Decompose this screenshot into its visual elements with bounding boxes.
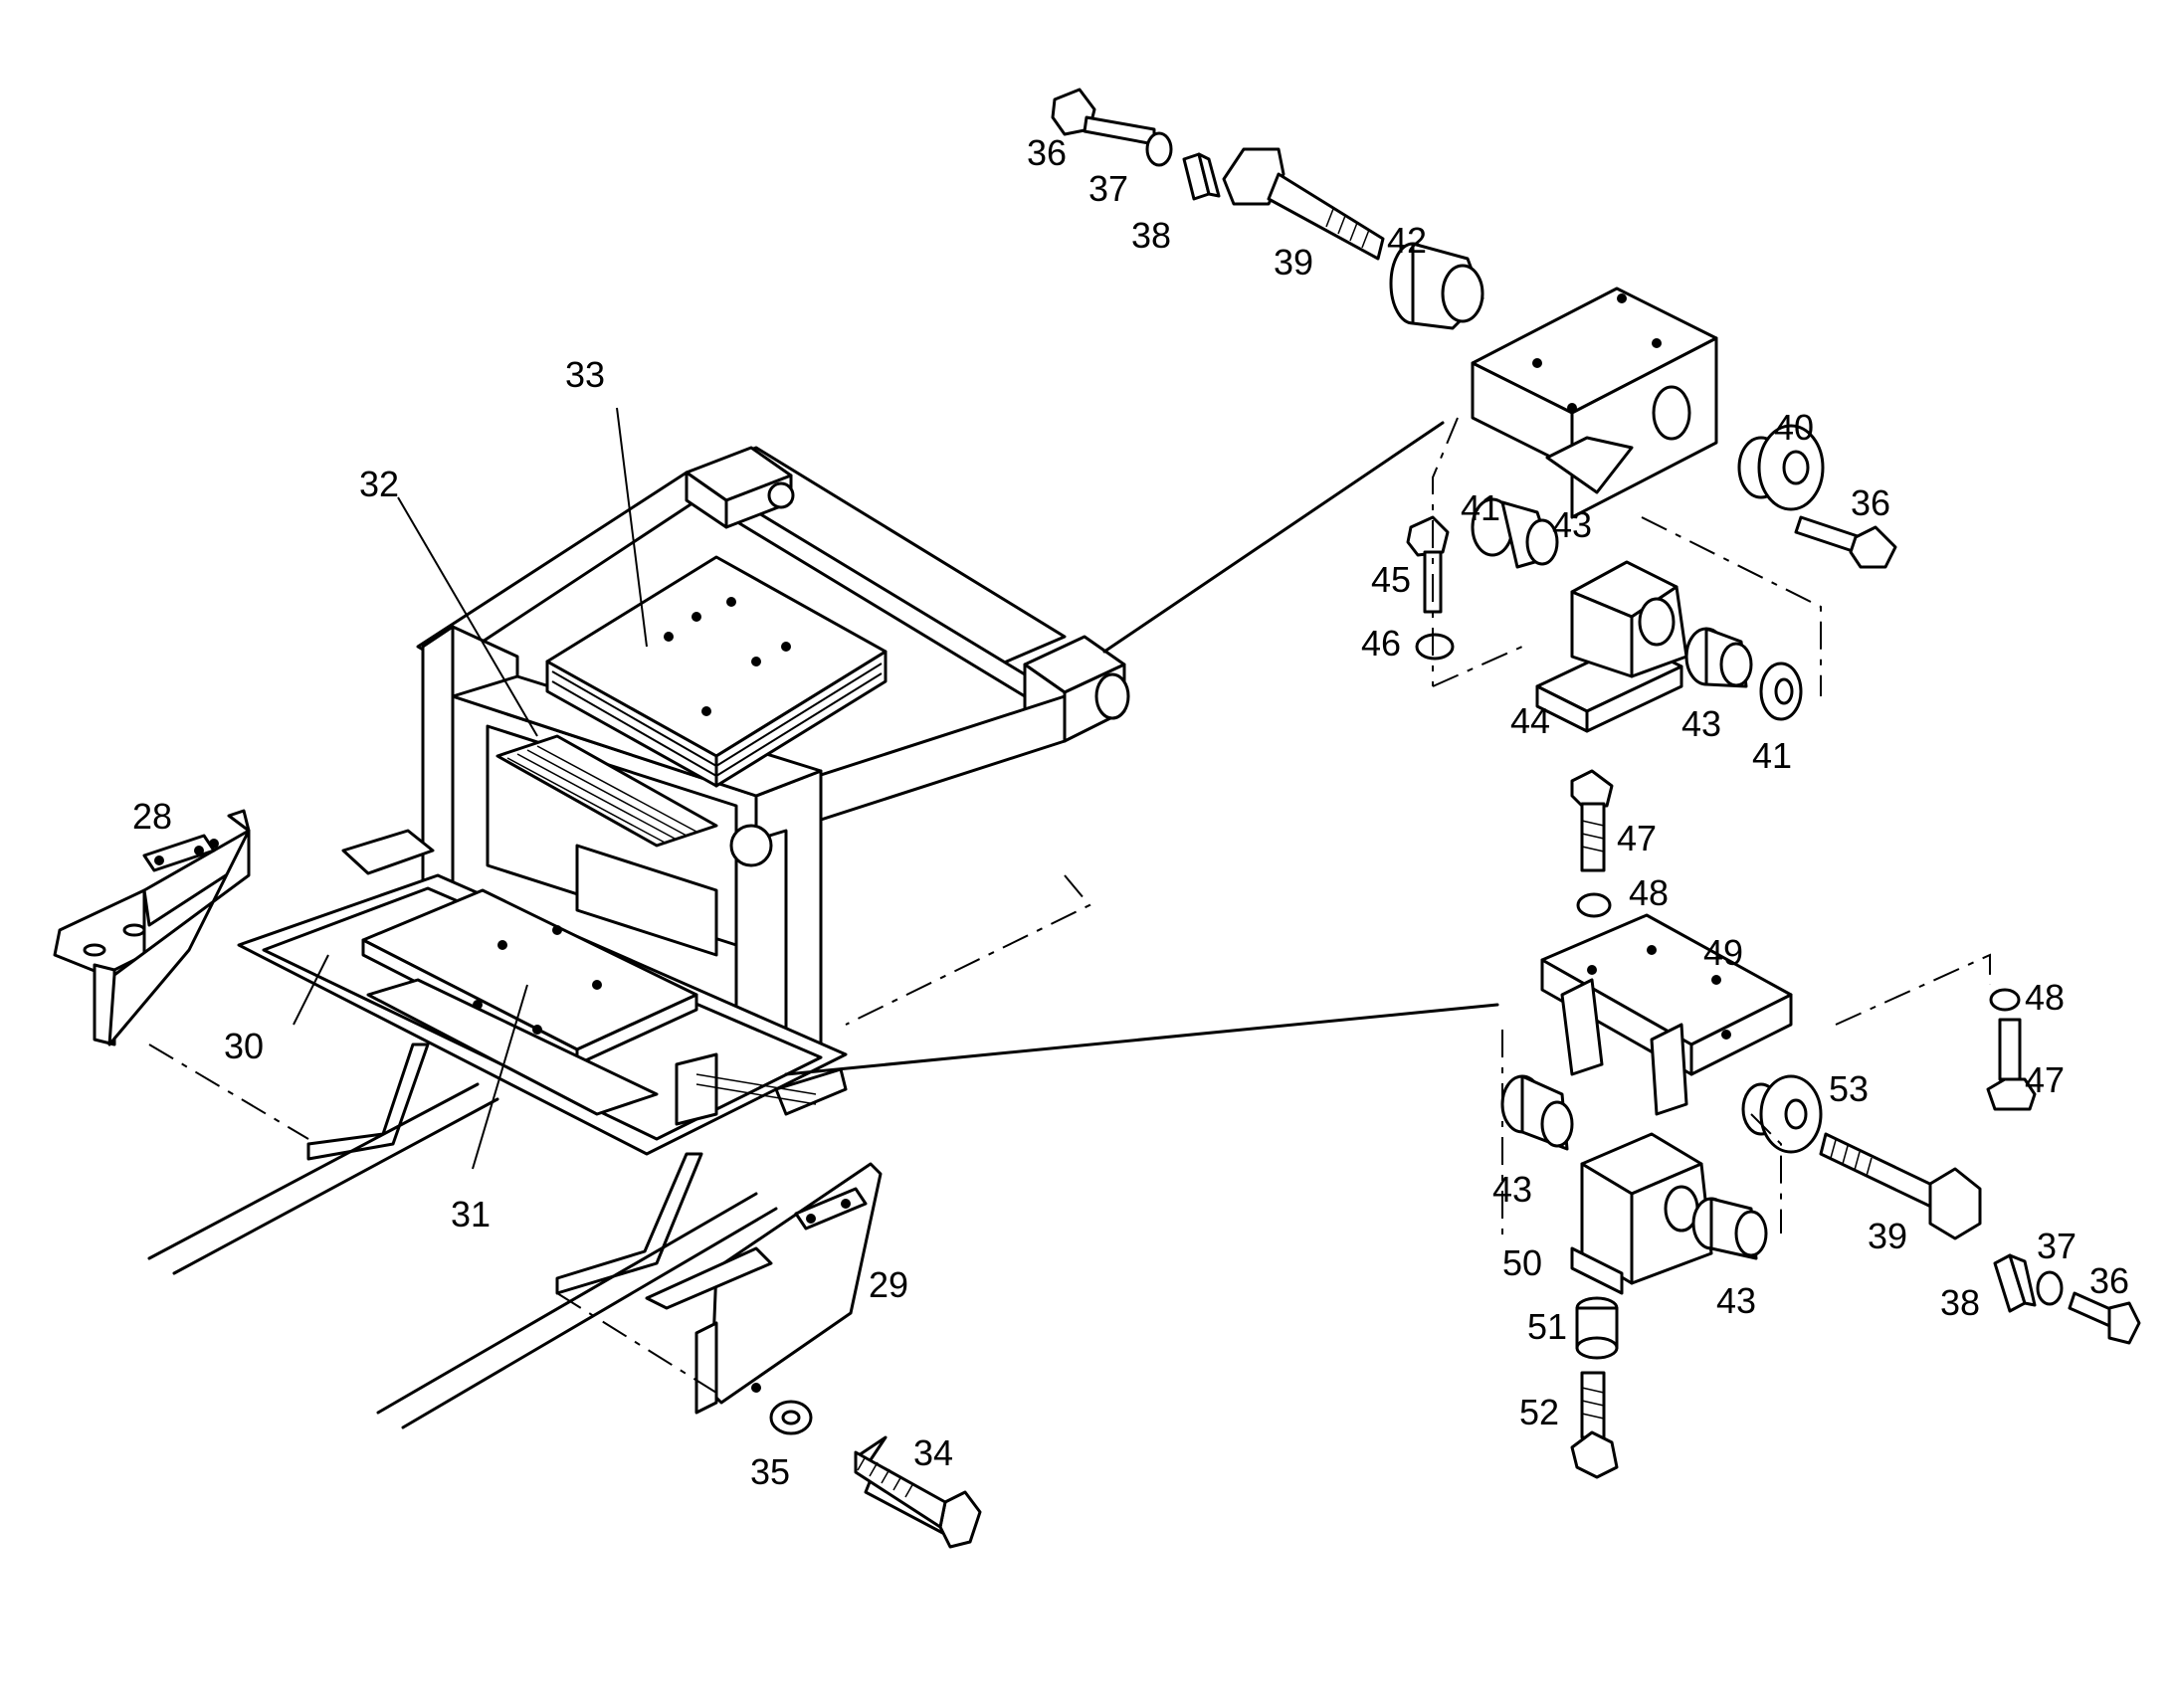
label-44: 44: [1510, 700, 1550, 741]
label-39-top: 39: [1274, 242, 1313, 283]
washer-48-top: [1576, 892, 1612, 918]
part-labels: 28 29 30 31 32 33 34 35 36 37 38 39 42 4…: [132, 132, 2129, 1492]
bushing-43-top: [1500, 500, 1559, 569]
nut-38-top: [1182, 152, 1221, 201]
label-39-right: 39: [1868, 1216, 1907, 1256]
mount-block-49: [1540, 913, 1793, 1116]
bushing-42: [1389, 242, 1484, 330]
label-52: 52: [1519, 1392, 1559, 1432]
label-49: 49: [1703, 932, 1743, 973]
label-28: 28: [132, 796, 172, 837]
bushing-43-lower-right: [1691, 1197, 1768, 1260]
label-37-right: 37: [2037, 1226, 2076, 1266]
bolt-45: [1406, 515, 1450, 614]
label-35: 35: [750, 1451, 790, 1492]
bolt-36-right: [2068, 1291, 2141, 1345]
bushing-43-mid: [1684, 627, 1753, 688]
washer-35: [769, 1400, 813, 1435]
label-40: 40: [1774, 407, 1814, 448]
pillow-block-50: [1570, 1132, 1713, 1295]
flange-40: [1737, 424, 1825, 511]
label-32: 32: [359, 464, 399, 504]
label-46: 46: [1361, 623, 1401, 664]
housing-block: [1471, 286, 1718, 519]
nut-38-right: [1993, 1253, 2037, 1313]
label-42: 42: [1387, 220, 1427, 261]
washer-48-right: [1989, 988, 2021, 1012]
label-34: 34: [913, 1432, 953, 1473]
label-43-top: 43: [1552, 504, 1592, 545]
label-33: 33: [565, 354, 605, 395]
label-48-top: 48: [1629, 872, 1669, 913]
bracket-29: [645, 1162, 883, 1415]
label-37-top: 37: [1088, 168, 1128, 209]
label-30: 30: [224, 1026, 264, 1066]
label-36-mid: 36: [1851, 482, 1890, 523]
label-41-bottom: 41: [1752, 735, 1792, 776]
label-31: 31: [451, 1194, 491, 1234]
bolt-47-top: [1570, 769, 1614, 872]
bushing-43-lower-left: [1500, 1074, 1574, 1151]
label-51: 51: [1527, 1306, 1567, 1347]
spacer-51: [1575, 1296, 1619, 1360]
base-plates: [147, 829, 848, 1429]
washer-37-top: [1145, 131, 1173, 167]
bolt-52: [1570, 1371, 1619, 1479]
label-38-right: 38: [1940, 1282, 1980, 1323]
bolt-36-top: [1051, 88, 1156, 146]
label-50: 50: [1502, 1242, 1542, 1283]
bolt-34: [854, 1435, 982, 1549]
label-47-top: 47: [1617, 818, 1657, 858]
flange-53: [1741, 1074, 1823, 1154]
bolt-47-right: [1986, 1018, 2037, 1111]
label-38-top: 38: [1131, 215, 1171, 256]
label-48-right: 48: [2025, 977, 2065, 1018]
label-43-lower-left: 43: [1492, 1169, 1532, 1210]
bolt-39-top: [1222, 147, 1385, 261]
washer-41-bottom: [1759, 662, 1803, 721]
label-29: 29: [869, 1264, 908, 1305]
washer-46: [1415, 633, 1455, 661]
label-47-right: 47: [2025, 1059, 2065, 1100]
label-53: 53: [1829, 1068, 1869, 1109]
label-45: 45: [1371, 559, 1411, 600]
label-43-lower-right: 43: [1716, 1280, 1756, 1321]
label-36-right: 36: [2089, 1260, 2129, 1301]
washer-37-right: [2036, 1270, 2064, 1306]
label-43-mid: 43: [1681, 703, 1721, 744]
bolt-39-right: [1819, 1132, 1982, 1240]
label-36-top: 36: [1027, 132, 1067, 173]
bolt-36-mid: [1794, 515, 1897, 569]
bracket-28: [53, 809, 251, 1046]
leader-lines: [148, 407, 1991, 1394]
pillow-block-44: [1535, 560, 1688, 733]
label-41-top: 41: [1461, 487, 1500, 528]
